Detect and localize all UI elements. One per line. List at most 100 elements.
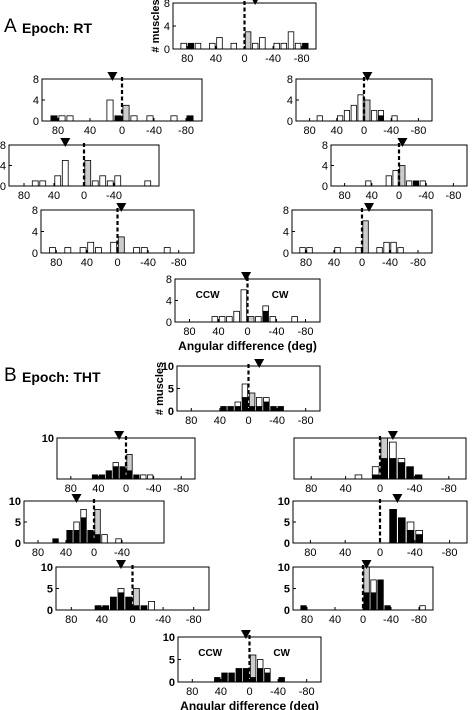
- bar-empty: [251, 42, 259, 50]
- bar-empty: [233, 310, 240, 323]
- y-tick-label: 0: [164, 44, 170, 56]
- bar-filled: [377, 579, 384, 611]
- bar-empty: [256, 659, 264, 669]
- bar-empty: [306, 247, 313, 254]
- cw-annotation: CW: [272, 290, 289, 301]
- bar-filled: [102, 605, 110, 611]
- y-axis-label: # muscles: [154, 362, 166, 415]
- bar-filled: [221, 672, 228, 683]
- bar-filled: [300, 605, 307, 611]
- cw-annotation: CW: [273, 648, 290, 659]
- y-tick-label: 8: [0, 140, 6, 152]
- x-tick-label: 0: [377, 547, 383, 559]
- x-tick-label: 40: [366, 190, 378, 202]
- x-tick-label: 40: [96, 614, 108, 626]
- x-tick-label: 0: [129, 614, 135, 626]
- x-tick-label: -80: [442, 547, 458, 559]
- bar-empty: [343, 110, 350, 122]
- x-tick-label: -40: [383, 125, 399, 137]
- y-tick-label: 4: [32, 227, 38, 239]
- x-tick-label: -80: [171, 257, 187, 269]
- x-tick-label: -40: [146, 125, 162, 137]
- bar-filled: [214, 677, 221, 683]
- x-tick-label: -40: [114, 547, 130, 559]
- y-tick-label: 5: [169, 655, 175, 667]
- bar-zero-bin: [249, 654, 257, 678]
- x-tick-label: 0: [244, 326, 250, 338]
- bar-filled: [389, 508, 397, 544]
- y-tick-label: 10: [162, 361, 174, 373]
- bar-filled: [264, 672, 271, 683]
- x-tick-label: -80: [299, 686, 315, 698]
- y-tick-label: 0: [15, 538, 21, 550]
- bar-filled: [227, 406, 234, 412]
- x-tick-label: -40: [406, 483, 422, 495]
- bar-empty: [397, 458, 406, 463]
- bar-empty: [95, 247, 102, 254]
- x-tick-label: 80: [305, 483, 317, 495]
- mean-direction-marker: [397, 138, 408, 147]
- x-tick-label: -40: [418, 190, 434, 202]
- x-tick-label: 80: [52, 125, 64, 137]
- bar-zero-bin: [380, 437, 388, 459]
- x-tick-label: 40: [329, 614, 341, 626]
- bar-empty: [377, 110, 384, 117]
- bar-filled: [380, 458, 388, 480]
- x-tick-label: 0: [360, 614, 366, 626]
- y-tick-label: 0: [166, 317, 172, 329]
- bar-empty: [194, 42, 202, 50]
- y-tick-label: 0: [33, 116, 39, 128]
- x-tick-label: -40: [270, 686, 286, 698]
- bar-empty: [263, 397, 270, 403]
- y-tick-label: 0: [0, 181, 6, 193]
- x-tick-label: 0: [396, 190, 402, 202]
- x-tick-label: -80: [178, 125, 194, 137]
- x-tick-label: 40: [210, 53, 222, 65]
- bar-empty: [406, 180, 413, 187]
- bar-filled: [397, 462, 406, 480]
- x-tick-label: 0: [241, 53, 247, 65]
- bar-empty: [163, 247, 171, 254]
- x-tick-label: 40: [60, 547, 72, 559]
- x-tick-label: -40: [155, 614, 171, 626]
- bar-zero-bin: [126, 453, 133, 472]
- bar-empty: [350, 104, 357, 122]
- x-tick-label: -80: [173, 483, 189, 495]
- bar-empty: [392, 170, 399, 187]
- bar-filled: [412, 180, 419, 187]
- bar-filled: [73, 530, 80, 544]
- mean-direction-marker: [361, 560, 372, 569]
- bar-empty: [180, 42, 187, 50]
- bar-filled: [133, 474, 140, 480]
- x-tick-label: 80: [32, 547, 44, 559]
- bar-empty: [291, 316, 298, 323]
- bar-filled: [363, 592, 370, 611]
- bar-filled: [256, 668, 264, 683]
- bar-filled: [377, 115, 384, 122]
- bar-empty: [357, 94, 364, 122]
- bar-empty: [101, 534, 108, 544]
- bar-empty: [280, 42, 287, 50]
- y-tick-label: 10: [163, 632, 175, 644]
- y-tick-label: 0: [283, 248, 289, 260]
- bar-filled: [80, 517, 87, 544]
- bar-filled: [94, 534, 101, 544]
- bar-empty: [66, 115, 74, 122]
- bar-empty: [110, 241, 118, 254]
- mean-direction-marker: [362, 72, 373, 81]
- bar-empty: [371, 110, 378, 122]
- bar-empty: [114, 175, 122, 187]
- y-tick-label: 4: [0, 161, 6, 173]
- y-tick-label: 4: [33, 95, 39, 107]
- bar-zero-bin: [117, 236, 125, 254]
- mean-direction-marker: [240, 630, 251, 639]
- bar-filled: [105, 470, 112, 480]
- x-tick-label: -80: [441, 483, 457, 495]
- bar-filled: [114, 115, 122, 122]
